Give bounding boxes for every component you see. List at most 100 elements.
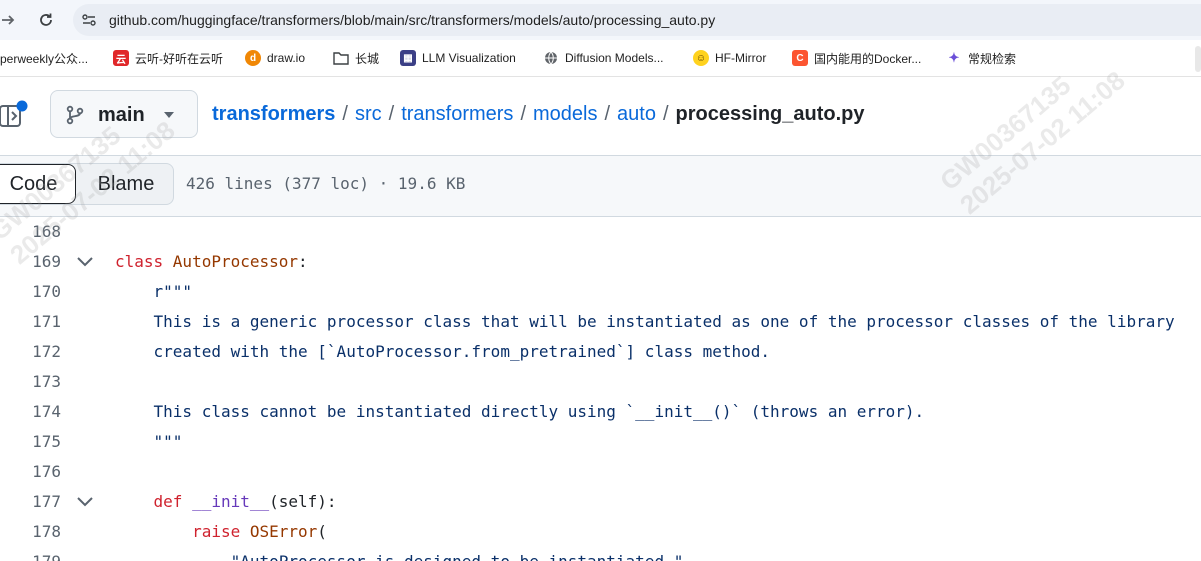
sidebar-toggle-icon[interactable] — [0, 100, 30, 130]
code-text: "AutoProcessor is designed to be instant… — [115, 547, 684, 561]
line-number[interactable]: 169 — [32, 252, 61, 271]
line-number[interactable]: 173 — [32, 372, 61, 391]
tab-blame[interactable]: Blame — [97, 173, 155, 195]
bookmarks-bar: perweekly公众... 云 云听-好听在云听 d draw.io 长城 ▦… — [0, 40, 1201, 77]
code-text: created with the [`AutoProcessor.from_pr… — [115, 337, 771, 367]
bookmark-label: 云听-好听在云听 — [135, 51, 223, 66]
code-token: def — [115, 492, 193, 511]
code-token: class — [115, 252, 173, 271]
code-text: raise OSError( — [115, 517, 327, 547]
repo-header — [0, 77, 1201, 155]
view-mode-toggle: Code Blame — [0, 163, 174, 205]
forward-arrow-icon[interactable] — [0, 8, 20, 32]
bookmark-item[interactable]: ▦ LLM Visualization — [400, 40, 516, 76]
code-line: 176 — [0, 457, 1201, 487]
code-token: ( — [317, 522, 327, 541]
fold-chevron-icon[interactable] — [76, 256, 94, 268]
code-line: 174 This class cannot be instantiated di… — [0, 397, 1201, 427]
bookmark-item[interactable]: perweekly公众... — [0, 40, 88, 76]
code-token: raise — [115, 522, 250, 541]
line-number[interactable]: 174 — [32, 402, 61, 421]
bookmark-label: 常规检索 — [968, 51, 1017, 66]
line-number[interactable]: 171 — [32, 312, 61, 331]
bookmarks-scrollbar[interactable] — [1195, 46, 1201, 72]
code-token: """ — [115, 432, 183, 451]
code-line: 172 created with the [`AutoProcessor.fro… — [0, 337, 1201, 367]
line-number[interactable]: 178 — [32, 522, 61, 541]
code-text: class AutoProcessor: — [115, 247, 308, 277]
breadcrumb-link-models[interactable]: models — [533, 103, 598, 125]
code-line: 173 — [0, 367, 1201, 397]
code-text: def __init__(self): — [115, 487, 337, 517]
code-token: This is a generic processor class that w… — [115, 312, 1175, 331]
bookmark-label: HF-Mirror — [715, 51, 767, 65]
folder-icon — [333, 50, 349, 66]
code-token: OSError — [249, 522, 318, 541]
browser-toolbar: github.com/huggingface/transformers/blob… — [0, 0, 1201, 40]
code-text: This is a generic processor class that w… — [115, 307, 1175, 337]
code-token: AutoProcessor — [172, 252, 299, 271]
code-line: 179 "AutoProcessor is designed to be ins… — [0, 547, 1201, 561]
bookmark-label: draw.io — [267, 51, 306, 65]
bookmark-item[interactable]: 长城 — [333, 40, 379, 76]
bookmark-item[interactable]: d draw.io — [245, 40, 305, 76]
bookmark-item[interactable]: C 国内能用的Docker... — [792, 40, 921, 76]
breadcrumb: transformers / src / transformers / models / aut… — [212, 96, 864, 132]
code-text: r""" — [115, 277, 193, 307]
bookmark-item[interactable]: ✦ 常规检索 — [946, 40, 1016, 76]
drawio-logo-icon: d — [245, 50, 261, 66]
globe-icon — [543, 50, 559, 66]
line-number[interactable]: 172 — [32, 342, 61, 361]
code-line: 169 class AutoProcessor: — [0, 247, 1201, 277]
line-number[interactable]: 168 — [32, 222, 61, 241]
csdn-logo-icon: C — [792, 50, 808, 66]
reload-icon[interactable] — [34, 8, 58, 32]
code-token: (self): — [269, 492, 337, 511]
bookmark-label: 国内能用的Docker... — [814, 51, 922, 66]
code-token: : — [298, 252, 308, 271]
breadcrumb-separator: / — [520, 103, 526, 125]
file-toolbar — [0, 155, 1201, 217]
breadcrumb-current-file: processing_auto.py — [675, 103, 865, 125]
chip-icon: ▦ — [400, 50, 416, 66]
address-bar[interactable]: github.com/huggingface/transformers/blob… — [73, 4, 1201, 36]
hugging-face-icon: ☺ — [693, 50, 709, 66]
breadcrumb-separator: / — [662, 103, 669, 125]
line-number[interactable]: 175 — [32, 432, 61, 451]
breadcrumb-separator: / — [388, 103, 395, 125]
code-line: 168 — [0, 217, 1201, 247]
branch-name: main — [98, 104, 145, 126]
bookmark-label: LLM Visualization — [422, 51, 516, 65]
code-line: 175 """ — [0, 427, 1201, 457]
line-number[interactable]: 177 — [32, 492, 61, 511]
line-number[interactable]: 176 — [32, 462, 61, 481]
code-text: This class cannot be instantiated direct… — [115, 397, 925, 427]
breadcrumb-link-src[interactable]: src — [354, 103, 382, 125]
code-token: This class cannot be instantiated direct… — [115, 402, 925, 421]
breadcrumb-link-repo[interactable]: transformers — [212, 103, 336, 125]
line-number[interactable]: 170 — [32, 282, 61, 301]
code-line: 170 r""" — [0, 277, 1201, 307]
code-token: "AutoProcessor is designed to be instant… — [115, 552, 684, 561]
code-token: r""" — [115, 282, 193, 301]
code-line: 171 This is a generic processor class th… — [0, 307, 1201, 337]
tab-code[interactable]: Code — [0, 164, 76, 204]
fold-chevron-icon[interactable] — [76, 496, 94, 508]
caret-down-icon — [164, 112, 174, 118]
bookmark-item[interactable]: ☺ HF-Mirror — [693, 40, 766, 76]
branch-selector-button[interactable]: main — [50, 90, 198, 138]
breadcrumb-link-auto[interactable]: auto — [617, 103, 656, 125]
line-number[interactable]: 179 — [0, 547, 61, 561]
breadcrumb-link-transformers[interactable]: transformers — [401, 103, 514, 125]
code-line: 178 raise OSError( — [0, 517, 1201, 547]
site-info-icon[interactable] — [81, 12, 97, 28]
breadcrumb-separator: / — [604, 103, 611, 125]
yunting-logo-icon: 云 — [113, 50, 129, 66]
bookmark-label: perweekly公众... — [0, 51, 89, 66]
url-text[interactable]: github.com/huggingface/transformers/blob… — [109, 12, 716, 28]
code-text: """ — [115, 427, 183, 457]
git-branch-icon — [66, 105, 84, 125]
bookmark-item[interactable]: Diffusion Models... — [543, 40, 664, 76]
bookmark-item[interactable]: 云 云听-好听在云听 — [113, 40, 223, 76]
